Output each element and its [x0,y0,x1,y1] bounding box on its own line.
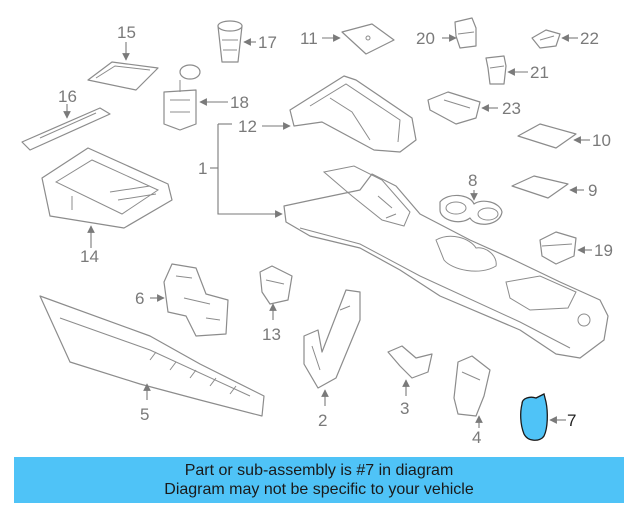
callout-19: 19 [594,241,613,260]
callout-9: 9 [588,181,597,200]
callout-8: 8 [468,171,477,190]
callout-6: 6 [135,289,144,308]
part-23-bracket[interactable] [427,91,481,125]
part-12-upper-panel[interactable] [289,75,417,153]
parts-diagram: 15 17 11 20 22 21 18 [21,17,613,447]
part-13-clip[interactable] [259,265,293,305]
callout-10: 10 [592,131,611,150]
callout-7: 7 [567,411,576,430]
part-7-highlighted[interactable] [520,393,548,441]
callout-12: 12 [238,117,257,136]
info-banner: Part or sub-assembly is #7 in diagram Di… [14,457,624,503]
part-11-pad[interactable] [341,23,395,55]
part-20-switch[interactable] [454,17,477,49]
part-18-insert[interactable] [163,64,201,131]
banner-line-1: Part or sub-assembly is #7 in diagram [184,462,454,479]
callout-23: 23 [502,99,521,118]
callout-16: 16 [58,87,77,106]
part-6-bracket[interactable] [163,263,229,337]
callout-4: 4 [472,428,481,447]
part-4-bracket[interactable] [453,355,491,417]
callout-18: 18 [230,93,249,112]
part-17-plug[interactable] [217,20,243,63]
part-8-cup-mat[interactable] [439,194,503,225]
part-16-trim[interactable] [21,107,111,151]
part-14-bin[interactable] [41,147,173,229]
callout-17: 17 [258,33,277,52]
callout-21: 21 [530,63,549,82]
part-2-bracket[interactable] [303,289,361,389]
part-19-switch[interactable] [539,231,577,265]
console-assembly[interactable] [283,165,609,359]
callout-11: 11 [300,29,318,48]
callout-2: 2 [318,411,327,430]
callout-3: 3 [400,399,409,418]
part-10-mat[interactable] [517,123,577,149]
part-15-mat[interactable] [87,61,159,91]
banner-line-2: Diagram may not be specific to your vehi… [164,481,474,498]
callout-20: 20 [416,29,435,48]
part-3-clip[interactable] [387,345,433,379]
callout-14: 14 [80,247,99,266]
callout-22: 22 [580,29,599,48]
part-5-side-panel[interactable] [39,295,265,417]
callout-1: 1 [198,159,207,178]
callout-15: 15 [117,23,136,42]
part-21-switch[interactable] [485,55,507,85]
callout-13: 13 [262,325,281,344]
part-22-switch[interactable] [531,29,561,49]
part-9-mat[interactable] [511,175,569,199]
callout-5: 5 [140,405,149,424]
